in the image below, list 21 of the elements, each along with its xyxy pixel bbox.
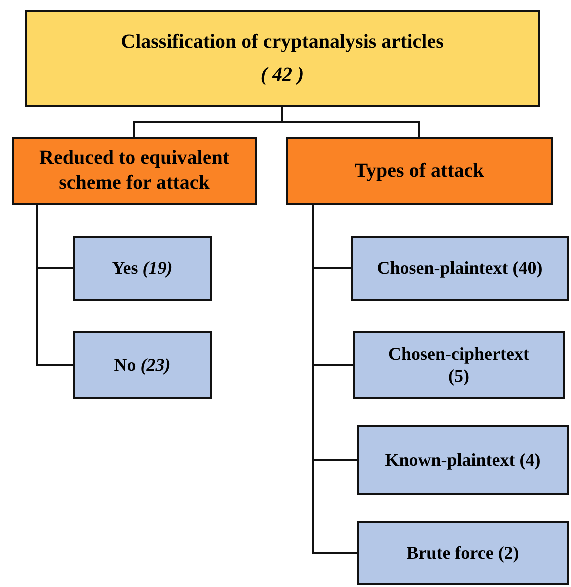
box-label: No (23) — [114, 354, 171, 376]
category-box — [12, 137, 257, 205]
leaf-box — [357, 521, 569, 585]
box-label: Known-plaintext (4) — [385, 448, 541, 472]
category-box — [286, 137, 553, 205]
connector-line — [312, 205, 357, 554]
leaf-box — [351, 236, 569, 301]
leaf-box — [357, 425, 569, 495]
root-box — [25, 10, 540, 107]
box-label: Brute force (2) — [406, 542, 520, 564]
box-label: Chosen-plaintext (40) — [377, 257, 543, 280]
leaf-box — [73, 236, 212, 301]
box-label: Classification of cryptanalysis articles — [121, 30, 444, 54]
leaf-box — [353, 331, 565, 399]
count-label: ( 42 ) — [260, 62, 304, 88]
leaf-box — [73, 331, 212, 399]
connector-line — [36, 205, 73, 366]
box-label: Types of attack — [354, 158, 484, 184]
box-label: Chosen-ciphertext (5) — [388, 342, 530, 388]
box-label: Reduced to equivalent scheme for attack — [38, 146, 230, 196]
box-label: Yes (19) — [112, 257, 173, 280]
